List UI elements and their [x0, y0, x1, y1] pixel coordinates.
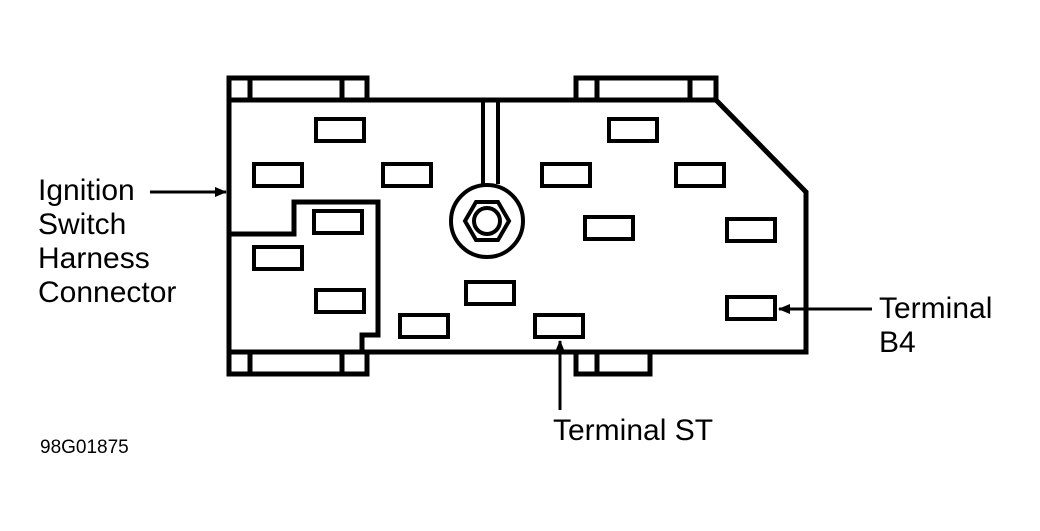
- bottom-right-locking-tab: [573, 349, 653, 377]
- terminal-cavity: [252, 245, 304, 271]
- terminal-st-label: Terminal ST: [553, 414, 714, 447]
- top-right-locking-tab: [573, 75, 719, 103]
- terminal-cavity: [381, 162, 433, 188]
- inner-partition: [229, 199, 381, 352]
- center-mounting-bolt: [449, 100, 525, 259]
- terminal-cavity: [674, 162, 726, 188]
- terminal-cavity: [314, 117, 366, 143]
- top-left-locking-tab: [226, 75, 370, 103]
- terminal-cavity: [540, 162, 592, 188]
- terminal-cavity-b4: [725, 295, 777, 321]
- harness-connector-label-line-4: Connector: [38, 276, 177, 309]
- terminal-cavity: [607, 117, 659, 143]
- terminal-cavity: [464, 280, 516, 306]
- terminal-cavity: [312, 209, 364, 235]
- terminal-cavity: [583, 215, 635, 241]
- harness-connector-label-line-1: Ignition: [38, 174, 135, 207]
- terminal-b4-label: Terminal B4: [879, 292, 992, 360]
- terminal-b4-label-line-2: B4: [879, 326, 916, 359]
- harness-connector-label-line-2: Switch: [38, 208, 127, 241]
- terminal-cavity: [398, 313, 450, 339]
- terminal-b4-label-line-1: Terminal: [879, 292, 993, 325]
- bottom-left-locking-tab: [226, 349, 370, 377]
- terminal-cavity: [314, 288, 366, 314]
- harness-connector-label-line-3: Harness: [38, 242, 150, 275]
- terminal-cavity: [252, 162, 304, 188]
- terminal-cavity-st: [533, 313, 585, 339]
- harness-connector-label: Ignition Switch Harness Connector: [38, 174, 176, 310]
- terminal-cavity: [725, 217, 777, 243]
- figure-id: 98G01875: [40, 437, 129, 458]
